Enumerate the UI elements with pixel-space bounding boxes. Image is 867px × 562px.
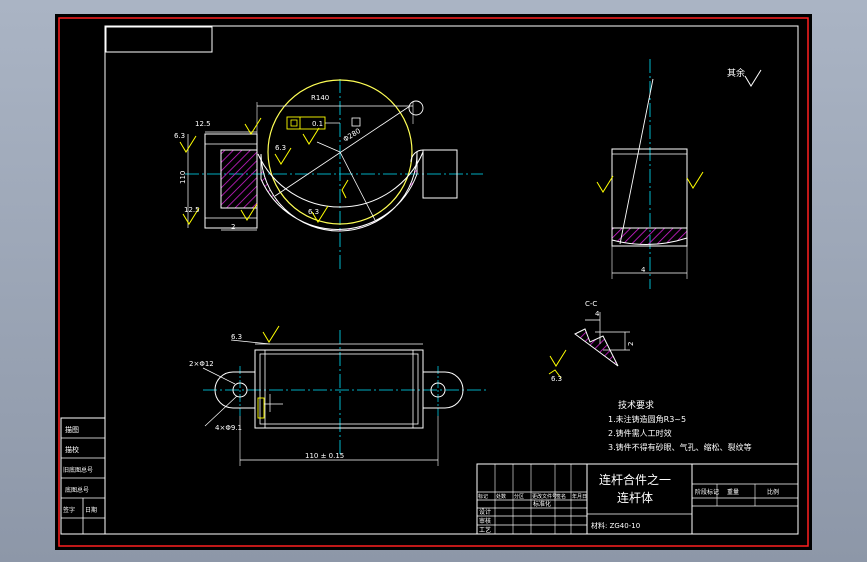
dim-17: 2 [627, 342, 635, 346]
role-design: 设计 [479, 508, 491, 516]
outer-border [58, 17, 809, 547]
standardization: 标准化 [533, 500, 551, 508]
roughness-note: 其余 [727, 67, 745, 79]
header-col-3: 分区 [514, 493, 524, 500]
dim-13: 2×Φ12 [189, 360, 214, 368]
dim-8: 0.1 [312, 120, 323, 128]
strip-3: 旧底图总号 [63, 466, 93, 474]
dim-10: 2 [231, 223, 235, 231]
header-col-5: 签名 [556, 493, 566, 500]
dim-4: 6.3 [174, 132, 185, 140]
drawing-sheet: 其余 R140 Φ280 12.5 6.3 6.3 12.5 6.3 0.1 1… [55, 14, 812, 550]
title-line-2: 连杆体 [617, 490, 653, 505]
title-line-1: 连杆合件之一 [599, 472, 671, 487]
header-col-6: 年月日 [572, 493, 587, 500]
tech-heading: 技术要求 [618, 399, 654, 411]
strip-5: 签字 [63, 506, 75, 514]
dim-14: 4×Φ9.1 [215, 424, 242, 432]
stage-header-1: 阶段标记 [695, 488, 719, 496]
code-box [105, 26, 213, 53]
left-strip [60, 417, 106, 535]
tech-item-3: 3.铸件不得有砂眼、气孔、缩松、裂纹等 [608, 442, 752, 452]
dim-18: 6.3 [551, 375, 562, 383]
dim-3: 12.5 [195, 120, 211, 128]
dim-7: 6.3 [308, 208, 319, 216]
dim-6: 12.5 [184, 206, 200, 214]
tech-item-2: 2.铸件需人工时效 [608, 428, 672, 438]
side-view [596, 59, 762, 289]
strip-4: 底图总号 [65, 486, 89, 494]
dim-9: 110 [179, 171, 187, 184]
strip-2: 描校 [65, 445, 79, 454]
section-label: C-C [585, 300, 597, 308]
tech-item-1: 1.未注铸造圆角R3~5 [608, 414, 686, 424]
header-col-4: 更改文件号 [532, 493, 557, 500]
dim-2: Φ280 [342, 127, 362, 144]
dim-12: 110 ± 0.15 [305, 452, 344, 460]
drawing-canvas: 其余 R140 Φ280 12.5 6.3 6.3 12.5 6.3 0.1 1… [58, 17, 809, 547]
header-col-1: 标记 [478, 493, 488, 500]
strip-1: 描图 [65, 425, 79, 434]
stage-header-3: 比例 [767, 488, 779, 496]
header-col-2: 处数 [496, 493, 506, 500]
dim-16: 4 [595, 310, 600, 318]
section-cc [548, 312, 630, 379]
dim-11: 4 [641, 266, 646, 274]
plan-view [202, 325, 487, 466]
strip-6: 日期 [85, 506, 97, 514]
role-review: 审核 [479, 517, 491, 525]
title-block [476, 463, 799, 535]
dim-15: 6.3 [231, 333, 242, 341]
dim-5: 6.3 [275, 144, 286, 152]
stage-header-2: 重量 [727, 488, 739, 496]
inner-frame [104, 25, 799, 535]
material: 材料: ZG40-10 [591, 521, 640, 530]
role-process: 工艺 [479, 526, 491, 534]
dim-1: R140 [311, 94, 329, 102]
front-view [179, 79, 483, 269]
